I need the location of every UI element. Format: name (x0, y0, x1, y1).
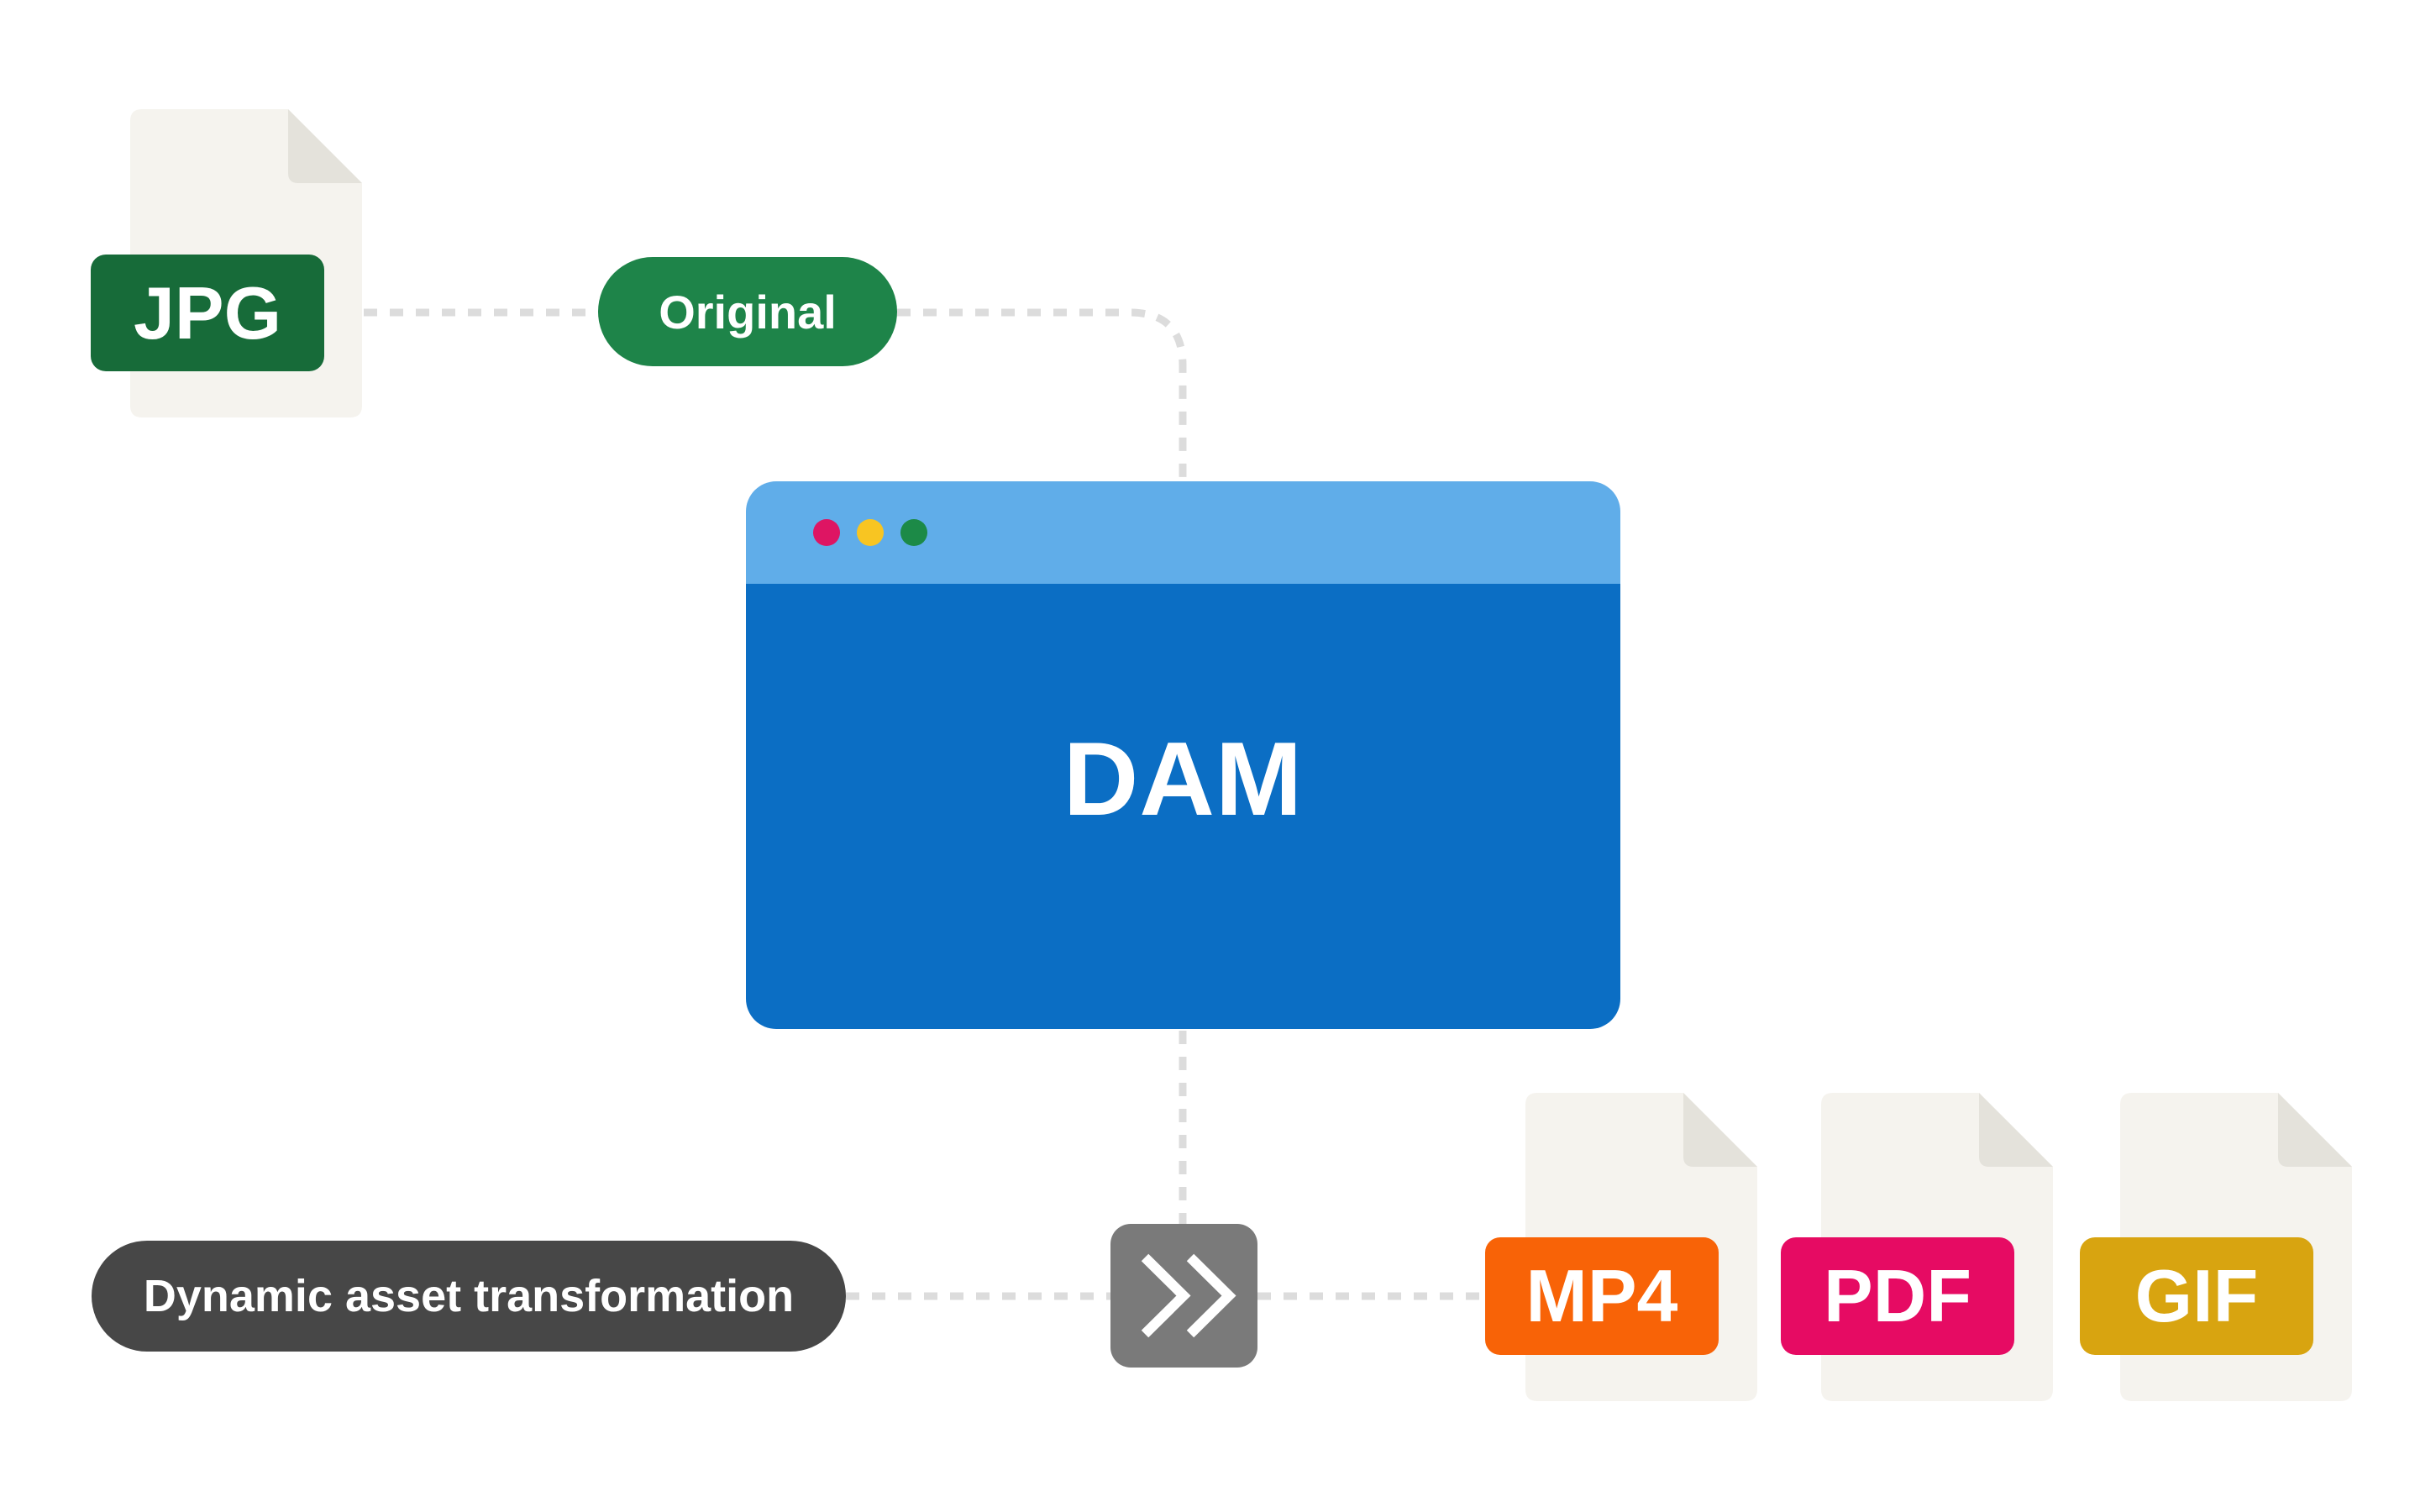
original-badge: Original (598, 257, 897, 366)
original-badge-label: Original (659, 285, 837, 339)
dam-window: DAM (746, 481, 1620, 1029)
dam-title: DAM (1063, 722, 1304, 837)
jpg-label: JPG (91, 255, 324, 371)
transform-chevron-button (1110, 1224, 1257, 1368)
connector-original-to-dam (897, 308, 1187, 480)
dam-window-body: DAM (746, 584, 1620, 1029)
gif-file-icon: GIF (2080, 1093, 2352, 1401)
document-fold-corner (288, 109, 362, 183)
document-fold-corner (2278, 1093, 2352, 1167)
document-fold-corner (1683, 1093, 1757, 1167)
traffic-light-icons (813, 519, 927, 546)
double-chevron-right-icon (1141, 1253, 1236, 1338)
transform-badge-label: Dynamic asset transformation (143, 1271, 795, 1321)
zoom-dot-icon (900, 519, 927, 546)
document-fold-corner (1979, 1093, 2053, 1167)
transform-badge: Dynamic asset transformation (92, 1241, 846, 1352)
mp4-label: MP4 (1485, 1237, 1719, 1355)
pdf-label: PDF (1781, 1237, 2014, 1355)
close-dot-icon (813, 519, 840, 546)
jpg-file-icon: JPG (91, 109, 362, 417)
minimize-dot-icon (857, 519, 884, 546)
gif-label: GIF (2080, 1237, 2313, 1355)
pdf-file-icon: PDF (1781, 1093, 2053, 1401)
mp4-file-icon: MP4 (1485, 1093, 1757, 1401)
dam-window-titlebar (746, 481, 1620, 584)
